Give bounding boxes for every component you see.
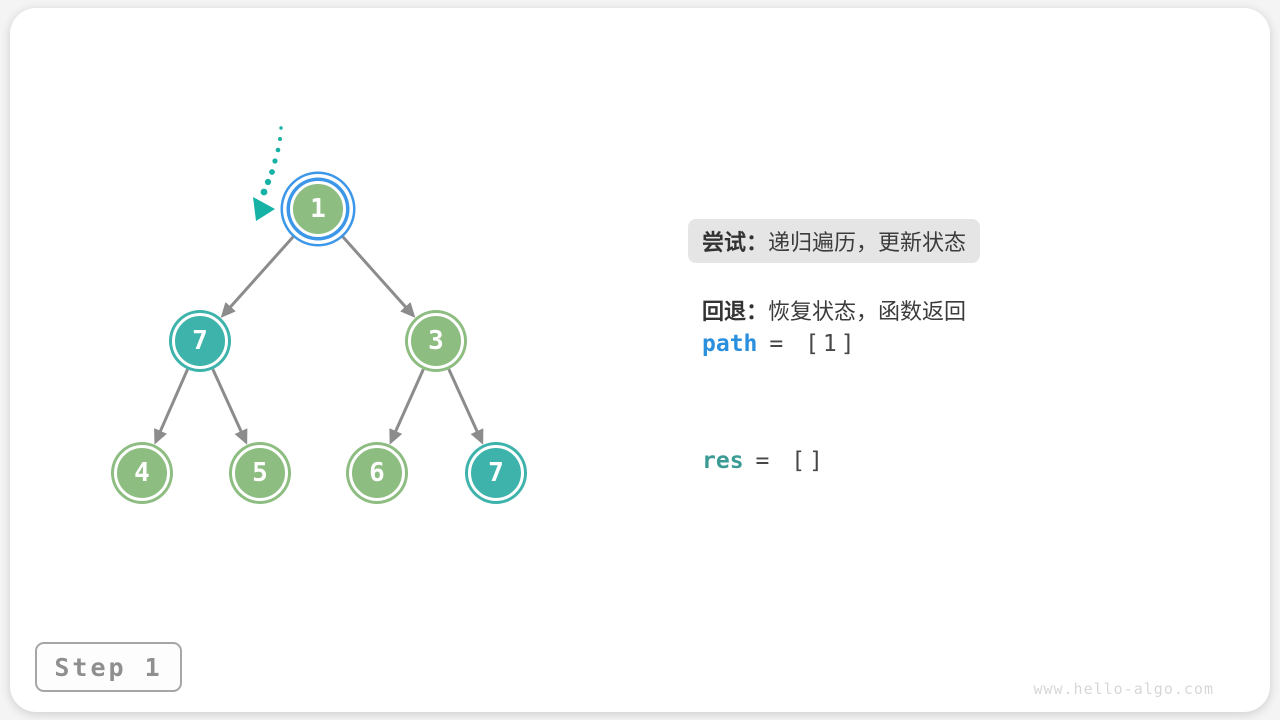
back-label: 回退：: [702, 299, 769, 324]
try-highlight-box: 尝试：递归遍历，更新状态: [688, 219, 981, 263]
traversal-pointer-arrow: [253, 126, 283, 221]
tree-node-7[interactable]: 7: [468, 445, 524, 501]
tree-node-1[interactable]: 1: [290, 181, 346, 237]
res-variable-value: = []: [755, 448, 827, 474]
tree-node-label: 5: [252, 458, 268, 488]
pointer-dot: [269, 169, 275, 175]
tree-node-label: 7: [192, 326, 208, 356]
res-variable-name: res: [702, 448, 744, 474]
tree-node-label: 6: [369, 458, 385, 488]
step-button[interactable]: Step 1: [35, 642, 182, 692]
path-variable-name: path: [702, 331, 758, 357]
tree-node-4[interactable]: 4: [114, 445, 170, 501]
back-line: 回退：恢复状态，函数返回: [702, 294, 966, 326]
res-variable-line: res = []: [702, 448, 827, 474]
tree-node-7[interactable]: 7: [172, 313, 228, 369]
step-button-label: Step 1: [54, 652, 163, 682]
pointer-dot: [279, 126, 283, 130]
tree-node-label: 4: [134, 458, 150, 488]
tree-node-label: 7: [488, 458, 504, 488]
tree-node-label: 1: [310, 194, 326, 224]
pointer-dot: [264, 178, 272, 186]
tree-node-label: 3: [428, 326, 444, 356]
tree-edge: [447, 368, 484, 445]
tree-edge: [337, 231, 416, 318]
tree-edge: [154, 368, 189, 445]
try-text: 递归遍历，更新状态: [768, 230, 967, 255]
pointer-dot: [272, 158, 278, 164]
path-variable-line: path = [1]: [702, 331, 859, 357]
tree-node-5[interactable]: 5: [232, 445, 288, 501]
pointer-dot: [278, 137, 282, 141]
pointer-dot: [275, 147, 281, 153]
pointer-arrowhead: [253, 197, 275, 221]
back-text: 恢复状态，函数返回: [768, 299, 967, 324]
path-variable-value: = [1]: [769, 331, 859, 357]
tree-edge: [211, 368, 248, 445]
tree-edge: [220, 231, 299, 318]
tree-edges: [154, 231, 484, 445]
tree-node-6[interactable]: 6: [349, 445, 405, 501]
tree-node-3[interactable]: 3: [408, 313, 464, 369]
watermark: www.hello-algo.com: [1033, 680, 1214, 698]
tree-edge: [389, 368, 425, 445]
pointer-dot: [260, 188, 268, 196]
try-label: 尝试：: [702, 230, 769, 255]
